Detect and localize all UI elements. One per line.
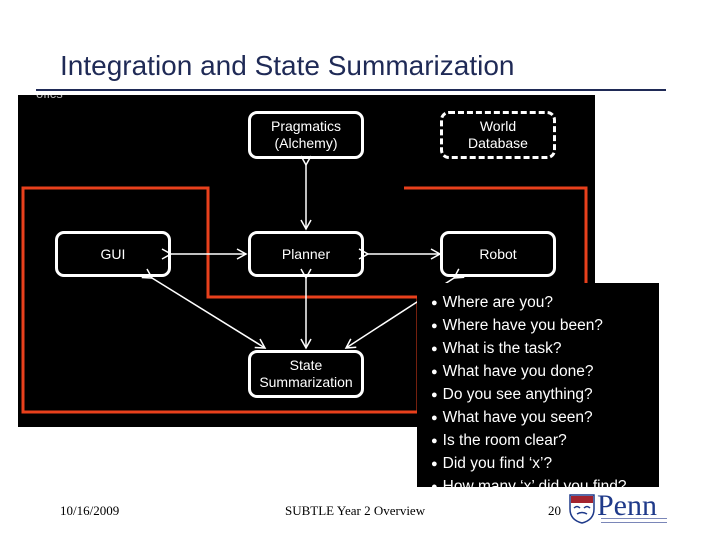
footer-date: 10/16/2009 bbox=[60, 503, 120, 518]
question-item: What have you seen? bbox=[431, 407, 659, 430]
questions-panel: Where are you? Where have you been? What… bbox=[417, 283, 659, 495]
node-pragmatics: Pragmatics(Alchemy) bbox=[248, 111, 364, 159]
arrow-gui-state bbox=[141, 268, 267, 349]
question-item: How many ‘x’ did you find? bbox=[431, 476, 659, 499]
node-planner: Planner bbox=[248, 231, 364, 277]
cropped-text: ofics bbox=[36, 95, 63, 101]
title-rule bbox=[36, 89, 666, 91]
penn-wordmark: Penn bbox=[597, 489, 657, 522]
page-number: 20 bbox=[548, 503, 561, 518]
penn-logo: Penn bbox=[569, 489, 669, 526]
penn-shield-icon bbox=[569, 494, 595, 524]
question-item: Do you see anything? bbox=[431, 384, 659, 407]
penn-subline bbox=[601, 518, 667, 523]
question-item: Did you find ‘x’? bbox=[431, 453, 659, 476]
node-gui: GUI bbox=[55, 231, 171, 277]
footer-title: SUBTLE Year 2 Overview bbox=[285, 503, 426, 518]
question-item: Where have you been? bbox=[431, 315, 659, 338]
question-item: What is the task? bbox=[431, 338, 659, 361]
node-robot: Robot bbox=[440, 231, 556, 277]
question-item: Where are you? bbox=[431, 292, 659, 315]
questions-list: Where are you? Where have you been? What… bbox=[417, 283, 659, 499]
question-item: What have you done? bbox=[431, 361, 659, 384]
question-item: Is the room clear? bbox=[431, 430, 659, 453]
slide-title: Integration and State Summarization bbox=[60, 50, 515, 81]
